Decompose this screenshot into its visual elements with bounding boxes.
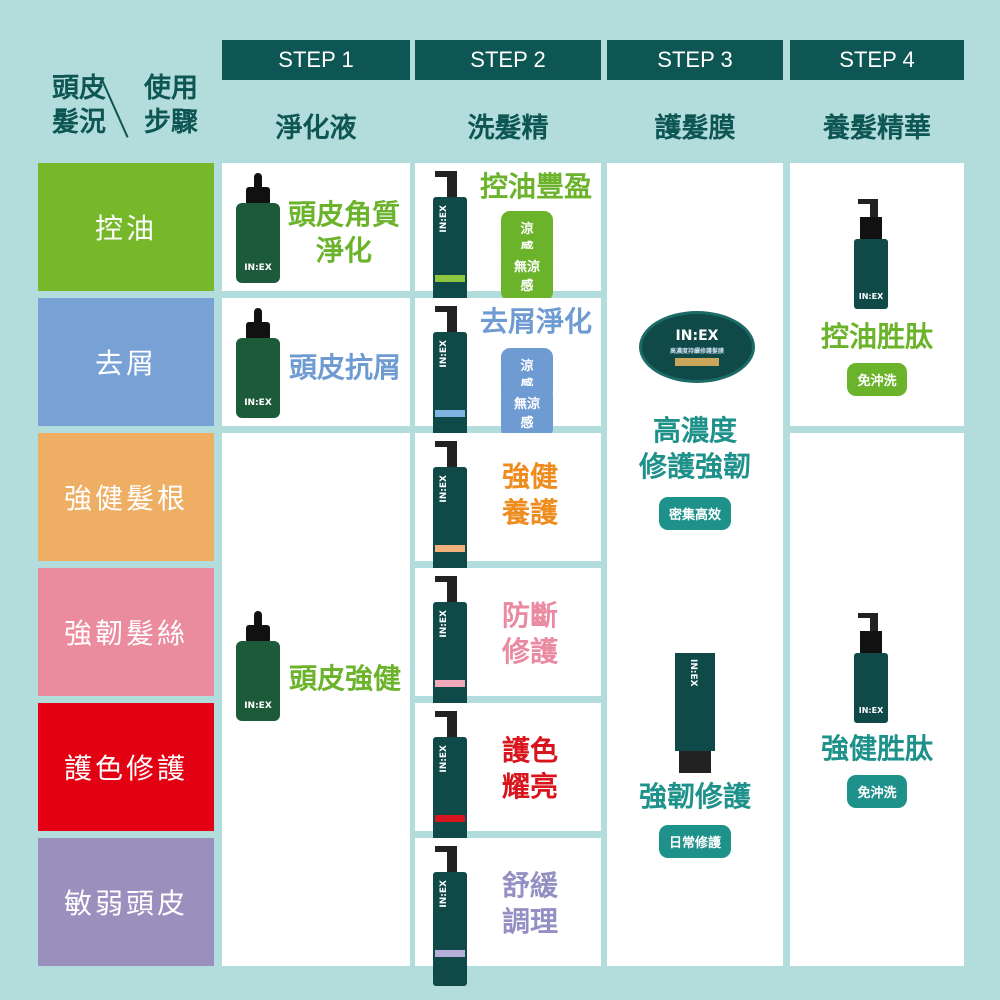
product-name: 頭皮強健 (288, 662, 401, 695)
step4-cell-strength-peptide[interactable]: IN:EX 強健胜肽 免沖洗 (790, 433, 964, 966)
intensive-pill[interactable]: 密集高效 (658, 497, 731, 530)
step1-cell-strengthening[interactable]: IN:EX 頭皮強健 (222, 433, 410, 966)
dropper-bottle-icon: IN:EX (236, 611, 280, 721)
mask-tube-icon: IN:EX (675, 653, 715, 773)
product-name-line: 修護 (501, 635, 558, 668)
step-4-name: 養髮精華 (823, 112, 931, 144)
step-2-header: STEP 2 (415, 40, 601, 80)
row-label-root-strength: 強健髮根 (38, 433, 214, 561)
brand-logo: IN:EX (688, 659, 698, 687)
brand-logo: IN:EX (858, 292, 884, 301)
capsule-subtitle: 高濃度持續修護髮膜 (669, 348, 724, 355)
product-name-line: 高濃度 (652, 414, 737, 447)
no-cooling-option-pill[interactable]: 無涼感 (501, 249, 553, 301)
product-name-line: 強健 (501, 460, 558, 493)
leave-in-pill[interactable]: 免沖洗 (847, 775, 907, 808)
product-name-line: 防斷 (501, 599, 558, 632)
spray-bottle-icon: IN:EX (854, 199, 888, 309)
product-name: 頭皮抗屑 (288, 351, 401, 384)
brand-logo: IN:EX (244, 398, 272, 408)
usage-step-label: 使用 步驟 (144, 72, 198, 140)
pill-wrap: 免沖洗 (790, 363, 964, 396)
brand-logo: IN:EX (439, 340, 449, 368)
row-label-hair-strength: 強韌髮絲 (38, 568, 214, 696)
step1-cell-anti-dandruff[interactable]: IN:EX 頭皮抗屑 (222, 298, 410, 426)
row-label-color-care: 護色修護 (38, 703, 214, 831)
corner-text: 髮況 (52, 107, 106, 138)
step2-cell-dandruff-purify[interactable]: IN:EX 去屑淨化 涼 感 無涼感 (415, 298, 601, 446)
product-name: 控油胜肽 (820, 320, 933, 353)
corner-text: 使用 (144, 73, 198, 104)
row-label-anti-dandruff: 去屑 (38, 298, 214, 426)
product-name-line: 舒緩 (501, 869, 558, 902)
dropper-bottle-icon: IN:EX (236, 308, 280, 418)
no-cooling-option-pill[interactable]: 無涼感 (501, 386, 553, 438)
step2-cell-oil-volume[interactable]: IN:EX 控油豐盈 涼 感 無涼感 (415, 163, 601, 311)
step-3-name: 護髮膜 (654, 112, 736, 144)
daily-repair-pill[interactable]: 日常修護 (658, 825, 731, 858)
brand-logo: IN:EX (439, 610, 449, 638)
step3-cell-hair-mask[interactable]: IN:EX 高濃度持續修護髮膜 高濃度 修護強韌 密集高效 IN:EX 強韌修護… (607, 163, 783, 966)
scalp-condition-label: 頭皮 髮況 (52, 72, 106, 140)
product-name-line: 頭皮角質 (287, 198, 400, 231)
step2-cell-root-care[interactable]: IN:EX 強健 養護 (415, 433, 601, 581)
product-name: 強健胜肽 (820, 732, 933, 765)
row-label-oil-control: 控油 (38, 163, 214, 291)
product-name: 防斷 修護 (495, 598, 565, 670)
product-name-line: 淨化 (315, 234, 372, 267)
capsule-gold-band (675, 358, 719, 366)
product-name-line: 養護 (501, 496, 558, 529)
step-1-name: 淨化液 (275, 112, 357, 144)
brand-logo: IN:EX (858, 706, 884, 715)
step-2-name: 洗髮精 (467, 112, 549, 144)
brand-logo: IN:EX (439, 475, 449, 503)
pump-bottle-icon: IN:EX (433, 306, 467, 446)
step2-cell-color-shine[interactable]: IN:EX 護色 耀亮 (415, 703, 601, 851)
product-name: 高濃度 修護強韌 (607, 413, 783, 485)
corner-text: 步驟 (144, 107, 198, 138)
product-name: 去屑淨化 (479, 305, 592, 338)
product-name: 護色 耀亮 (495, 733, 565, 805)
step1-cell-exfoliating[interactable]: IN:EX 頭皮角質 淨化 (222, 163, 410, 291)
brand-logo: IN:EX (244, 263, 272, 273)
brand-logo: IN:EX (244, 701, 272, 711)
pill-wrap: 日常修護 (607, 825, 783, 858)
row-label-sensitive-scalp: 敏弱頭皮 (38, 838, 214, 966)
step2-cell-anti-breakage[interactable]: IN:EX 防斷 修護 (415, 568, 601, 716)
step-4-header: STEP 4 (790, 40, 964, 80)
product-name: 強韌修護 (638, 780, 751, 813)
corner-text: 頭皮 (52, 73, 106, 104)
product-name-line: 調理 (501, 905, 558, 938)
product-name: 頭皮角質 淨化 (284, 197, 404, 269)
spray-bottle-icon: IN:EX (854, 613, 888, 723)
pill-wrap: 免沖洗 (790, 775, 964, 808)
step-3-header: STEP 3 (607, 40, 783, 80)
corner-header: 頭皮 髮況 使用 步驟 (52, 72, 212, 142)
pill-wrap: 密集高效 (607, 497, 783, 530)
pump-bottle-icon: IN:EX (433, 711, 467, 851)
brand-logo: IN:EX (675, 328, 719, 344)
brand-logo: IN:EX (439, 745, 449, 773)
leave-in-pill[interactable]: 免沖洗 (847, 363, 907, 396)
brand-logo: IN:EX (439, 205, 449, 233)
pump-bottle-icon: IN:EX (433, 171, 467, 311)
pump-bottle-icon: IN:EX (433, 441, 467, 581)
brand-logo: IN:EX (439, 880, 449, 908)
product-name: 控油豐盈 (479, 170, 592, 203)
step2-cell-soothing[interactable]: IN:EX 舒緩 調理 (415, 838, 601, 986)
pump-bottle-icon: IN:EX (433, 846, 467, 986)
product-name-line: 修護強韌 (638, 450, 751, 483)
product-name-line: 護色 (501, 734, 558, 767)
product-name: 舒緩 調理 (495, 868, 565, 940)
product-name: 強健 養護 (495, 459, 565, 531)
dropper-bottle-icon: IN:EX (236, 173, 280, 283)
mask-capsule-icon: IN:EX 高濃度持續修護髮膜 (639, 311, 755, 383)
step-1-header: STEP 1 (222, 40, 410, 80)
product-name-line: 耀亮 (501, 770, 558, 803)
pump-bottle-icon: IN:EX (433, 576, 467, 716)
step4-cell-oil-peptide[interactable]: IN:EX 控油胜肽 免沖洗 (790, 163, 964, 426)
